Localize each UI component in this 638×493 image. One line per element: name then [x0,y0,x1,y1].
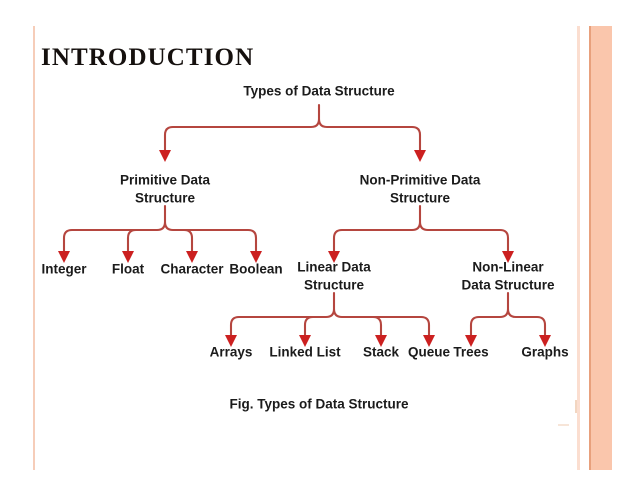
arrowhead-stack [375,335,387,347]
node-stack: Stack [363,345,400,360]
connector-root-to-level2 [163,103,422,153]
node-nonlinear-line1: Non-Linear [472,260,544,275]
node-queue: Queue [408,345,451,360]
arrowhead-arrays [225,335,237,347]
arrowhead-linear [328,251,340,263]
node-arrays: Arrays [210,345,253,360]
arrowhead-integer [58,251,70,263]
node-float: Float [112,262,145,277]
arrowhead-float [122,251,134,263]
connector-linear-to-children [229,291,431,338]
figure-caption: Fig. Types of Data Structure [229,397,409,412]
scan-artifact-dash [558,424,569,426]
right-accent-rule-thin [577,26,580,470]
arrowhead-graphs [539,335,551,347]
node-nonprimitive-line2: Structure [390,191,451,206]
arrowhead-queue [423,335,435,347]
connector-primitive-to-children [62,204,258,254]
node-root: Types of Data Structure [243,84,395,99]
node-linear-line2: Structure [304,278,365,293]
arrowhead-group [58,150,551,347]
arrowhead-character [186,251,198,263]
node-trees: Trees [453,345,488,360]
page-title: INTRODUCTION [41,43,255,71]
connector-nonprimitive-to-children [332,204,510,254]
arrowhead-nonprimitive [414,150,426,162]
right-accent-bar [591,26,612,470]
node-primitive-line1: Primitive Data [120,173,211,188]
node-graphs: Graphs [521,345,568,360]
node-nonlinear-line2: Data Structure [461,278,555,293]
node-primitive-line2: Structure [135,191,196,206]
arrowhead-trees [465,335,477,347]
connector-group [62,103,547,338]
node-boolean: Boolean [229,262,282,277]
arrowhead-primitive [159,150,171,162]
left-accent-rule [33,26,35,470]
node-nonprimitive-line1: Non-Primitive Data [360,173,481,188]
right-accent-rule-hairline [589,26,591,470]
connector-nonlinear-to-children [469,291,547,338]
node-integer: Integer [41,262,87,277]
arrowhead-linked-list [299,335,311,347]
node-linear-line1: Linear Data [297,260,371,275]
node-character: Character [160,262,224,277]
scan-artifact-tick [575,400,577,413]
arrowhead-nonlinear [502,251,514,263]
node-linked-list: Linked List [269,345,341,360]
arrowhead-boolean [250,251,262,263]
